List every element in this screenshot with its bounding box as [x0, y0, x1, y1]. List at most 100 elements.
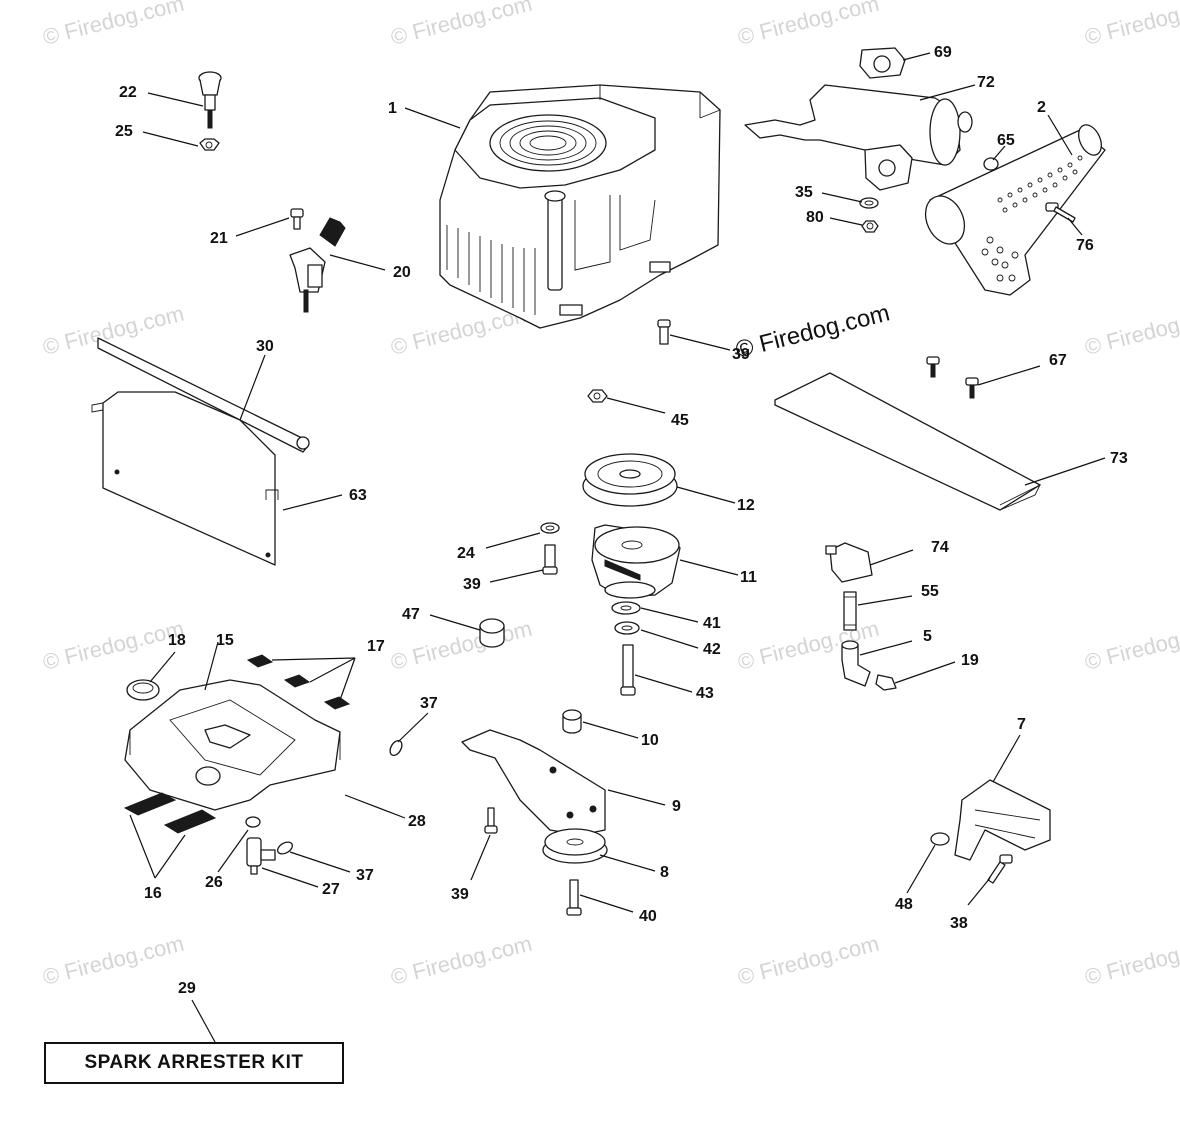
washer — [614, 621, 640, 635]
watermark: © Firedog.com — [388, 0, 534, 50]
callout-39: 39 — [732, 346, 750, 363]
fuel-tank — [124, 679, 341, 811]
callout-45: 45 — [671, 412, 689, 429]
callout-15: 15 — [216, 632, 234, 649]
callout-26: 26 — [205, 874, 223, 891]
drain-plug — [875, 674, 897, 691]
hex-nut — [587, 389, 608, 403]
electric-clutch — [591, 524, 681, 599]
watermark: © Firedog.com — [40, 931, 186, 990]
heat-shield — [91, 391, 279, 566]
washer — [983, 157, 999, 171]
spark-arrester — [924, 124, 1106, 296]
watermark: © Firedog.com — [388, 931, 534, 990]
callout-20: 20 — [393, 264, 411, 281]
callout-21: 21 — [210, 230, 228, 247]
muffler — [744, 84, 973, 191]
callout-2: 2 — [1037, 99, 1046, 116]
watermark: © Firedog.com — [1082, 0, 1180, 50]
bolt — [566, 879, 582, 916]
callout-39: 39 — [451, 886, 469, 903]
kit-label-text: SPARK ARRESTER KIT — [84, 1052, 304, 1073]
hose-clamp — [389, 739, 403, 757]
callout-72: 72 — [977, 74, 995, 91]
elbow-fitting — [841, 640, 871, 687]
washer — [930, 832, 950, 846]
callout-9: 9 — [672, 798, 681, 815]
hex-nut — [199, 138, 220, 151]
callout-47: 47 — [402, 606, 420, 623]
pipe-nipple — [843, 591, 857, 631]
callout-35: 35 — [795, 184, 813, 201]
callout-17: 17 — [367, 638, 385, 655]
watermark: © Firedog.com — [735, 931, 881, 990]
callout-37: 37 — [420, 695, 438, 712]
bushing — [479, 618, 505, 648]
callout-18: 18 — [168, 632, 186, 649]
callout-37: 37 — [356, 867, 374, 884]
callout-76: 76 — [1076, 237, 1094, 254]
fuel-shutoff-valve — [245, 816, 276, 875]
callout-80: 80 — [806, 209, 824, 226]
callout-69: 69 — [934, 44, 952, 61]
callout-74: 74 — [931, 539, 949, 556]
watermark: © Firedog.com — [40, 616, 186, 675]
leader-lines — [129, 52, 1106, 1043]
spacer — [562, 709, 582, 734]
hex-nut — [861, 220, 879, 233]
washer — [859, 197, 879, 209]
bolt — [542, 544, 558, 575]
bolt — [620, 644, 636, 696]
callout-24: 24 — [457, 545, 475, 562]
watermark: © Firedog.com — [1082, 616, 1180, 675]
fuel-hose — [298, 753, 394, 842]
engine — [439, 84, 721, 329]
callout-41: 41 — [703, 615, 721, 632]
watermark: © Firedog.com — [1082, 301, 1180, 360]
callouts: 1 2 5 7 8 9 10 11 12 15 16 17 18 19 20 2… — [115, 44, 1128, 997]
callout-39: 39 — [463, 576, 481, 593]
hose-clamp — [276, 841, 294, 855]
callout-8: 8 — [660, 864, 669, 881]
washer — [540, 522, 560, 534]
callout-40: 40 — [639, 908, 657, 925]
callout-65: 65 — [997, 132, 1015, 149]
spark-arrester-kit-label: SPARK ARRESTER KIT — [44, 1042, 344, 1084]
callout-48: 48 — [895, 896, 913, 913]
callout-19: 19 — [961, 652, 979, 669]
watermark: © Firedog.com — [735, 0, 881, 50]
screw — [965, 377, 979, 399]
callout-63: 63 — [349, 487, 367, 504]
watermark: © Firedog.com — [40, 0, 186, 50]
fuel-cap — [126, 679, 160, 701]
callout-55: 55 — [921, 583, 939, 600]
drain-cap — [825, 542, 873, 583]
callout-25: 25 — [115, 123, 133, 140]
callout-28: 28 — [408, 813, 426, 830]
bolt — [290, 208, 304, 230]
watermark-center: © Firedog.com — [733, 299, 893, 363]
idler-bracket — [461, 729, 606, 836]
mounting-bracket — [954, 779, 1051, 861]
pulley — [582, 453, 678, 507]
callout-7: 7 — [1017, 716, 1026, 733]
callout-5: 5 — [923, 628, 932, 645]
bolt — [987, 854, 1013, 884]
callout-30: 30 — [256, 338, 274, 355]
callout-29: 29 — [178, 980, 196, 997]
bolt — [1045, 202, 1076, 223]
throttle-control — [289, 217, 346, 313]
gasket — [859, 47, 906, 79]
callout-38: 38 — [950, 915, 968, 932]
choke-knob — [198, 71, 222, 129]
callout-43: 43 — [696, 685, 714, 702]
bolt — [657, 319, 671, 345]
callout-73: 73 — [1110, 450, 1128, 467]
callout-22: 22 — [119, 84, 137, 101]
callout-27: 27 — [322, 881, 340, 898]
watermark: © Firedog.com — [1082, 931, 1180, 990]
callout-10: 10 — [641, 732, 659, 749]
idler-pulley — [542, 828, 608, 864]
callout-42: 42 — [703, 641, 721, 658]
